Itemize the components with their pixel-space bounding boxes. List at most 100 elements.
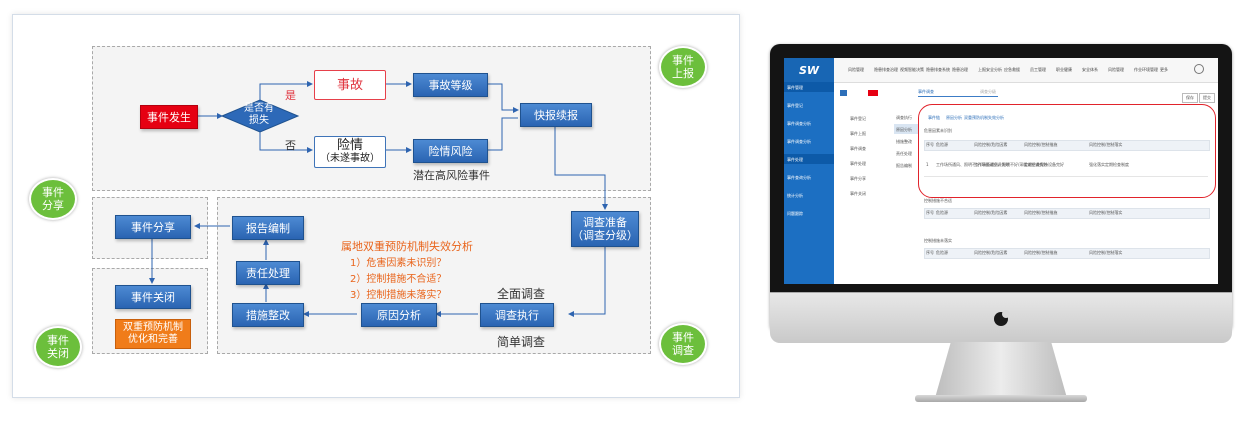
sidebar-item[interactable]: 事件调查分析	[787, 121, 811, 126]
app-screen: SW 事件管理事件登记事件调查分析事件调查分析事件处理事件查询分析统计分析问题跟…	[784, 58, 1218, 284]
sub-menu-item[interactable]: 事件分享	[850, 176, 866, 181]
tabs2-active	[894, 124, 918, 134]
table-1-row	[924, 158, 1208, 177]
report-writing-node: 报告编制	[232, 216, 304, 240]
event-occurs-node: 事件发生	[140, 105, 198, 129]
analysis-tab[interactable]: 事件链	[928, 115, 940, 120]
nav-item[interactable]: 上报安全分析	[978, 67, 1002, 72]
table-1-header	[924, 140, 1210, 151]
event-close-node: 事件关闭	[115, 285, 191, 309]
analysis-item-2: 2）控制措施不合适？	[350, 274, 447, 285]
app-logo: SW	[784, 58, 834, 82]
accident-grade-node: 事故等级	[413, 73, 488, 97]
analysis-tab[interactable]: 双重预防机制失效分析	[964, 115, 1004, 120]
sidebar-item[interactable]: 事件处理	[787, 157, 803, 162]
sub-menu-item[interactable]: 事件关闭	[850, 191, 866, 196]
optimize-node: 双重预防机制 优化和完善	[115, 319, 191, 349]
table-3-header-cell: 危险源	[936, 250, 948, 255]
decision-diamond	[220, 99, 300, 133]
sidebar-item[interactable]: 事件调查分析	[787, 139, 811, 144]
event-share-node: 事件分享	[115, 215, 191, 239]
table-3-header	[924, 248, 1210, 259]
section-2-title: 控制措施不合适	[924, 198, 952, 203]
sidebar: 事件管理事件登记事件调查分析事件调查分析事件处理事件查询分析统计分析问题跟踪	[784, 82, 834, 284]
nav-item[interactable]: 更多	[1160, 67, 1168, 72]
near-miss-risk-node: 险情风险	[413, 139, 488, 163]
table-2-header-cell: 序号	[926, 210, 934, 215]
nav-item[interactable]: 隐患排查治理	[874, 67, 898, 72]
table-1-header-cell: 序号	[926, 142, 934, 147]
sidebar-item[interactable]: 统计分析	[787, 193, 803, 198]
analysis-item-3: 3）控制措施未落实？	[350, 290, 447, 301]
table-3-header-cell: 风险控制/控制落实	[1089, 250, 1123, 255]
nav-item[interactable]: 视频智能决策	[900, 67, 924, 72]
table-1-cell: 定期检查保持设备完好	[1024, 162, 1064, 167]
apple-logo-icon	[994, 310, 1010, 326]
table-1-header-cell: 危险源	[936, 142, 948, 147]
measure-rectify-node: 措施整改	[232, 303, 304, 327]
investigation-node: 调查执行	[480, 303, 554, 327]
sidebar-item[interactable]: 事件管理	[787, 85, 803, 90]
nav-item[interactable]: 隐患排查系统	[926, 67, 950, 72]
near-miss-sublabel: （未遂事故）	[320, 153, 380, 164]
highlight-ring	[918, 104, 1216, 198]
table-1-cell: 工作场所通风、照明不好/采暖或空调失效	[936, 162, 1010, 167]
table-2-header-cell: 风险控制/控制措施	[1024, 210, 1058, 215]
cause-analysis-node: 原因分析	[361, 303, 437, 327]
investigation-tab[interactable]: 报告编制	[896, 163, 912, 168]
section-1-title: 危害因素未识别	[924, 128, 952, 133]
step-2[interactable]: 调查分级	[980, 89, 996, 94]
nav-item[interactable]: 应急救援	[1004, 67, 1020, 72]
investigate-bubble: 事件 调查	[659, 323, 707, 365]
table-1-cell: 强化落实定期检查制度	[1089, 162, 1129, 167]
analysis-tab[interactable]: 原因分析	[946, 115, 962, 120]
step-line	[918, 96, 998, 97]
investigation-tab[interactable]: 调查执行	[896, 115, 912, 120]
user-avatar-icon[interactable]	[1194, 64, 1204, 74]
decision-label: 是否有 损失	[244, 103, 274, 126]
table-1-header-cell: 风险控制/控制落实	[1089, 142, 1123, 147]
sub-menu-item[interactable]: 事件处理	[850, 161, 866, 166]
simple-investigation-label: 简单调查	[497, 335, 546, 349]
accident-node: 事故	[314, 70, 386, 100]
nav-item[interactable]: 风险管理	[848, 67, 864, 72]
table-3-header-cell: 序号	[926, 250, 934, 255]
investigation-tab[interactable]: 原因分析	[896, 127, 912, 132]
red-tag	[868, 90, 878, 96]
step-1[interactable]: 事件调查	[918, 89, 934, 94]
submit-button[interactable]: 提交	[1199, 93, 1215, 103]
sub-menu-item[interactable]: 事件登记	[850, 116, 866, 121]
nav-item[interactable]: 职业健康	[1056, 67, 1072, 72]
table-1-cell: 工作场所通风、照明不好/采暖或空调失效	[974, 162, 1048, 167]
sub-menu-item[interactable]: 事件上报	[850, 131, 866, 136]
monitor-stand	[935, 342, 1067, 398]
monitor-chin	[770, 292, 1232, 343]
monitor-foot	[915, 395, 1087, 402]
sidebar-item[interactable]: 事件查询分析	[787, 175, 811, 180]
nav-item[interactable]: 作业环境管理	[1134, 67, 1158, 72]
table-2-header-cell: 风险控制/危险因素	[974, 210, 1008, 215]
page-title-icon	[840, 90, 847, 96]
table-1-cell: 1	[926, 162, 929, 167]
app-topbar	[784, 58, 1218, 83]
table-1-header-cell: 风险控制/危险因素	[974, 142, 1008, 147]
quick-report-node: 快报续报	[520, 103, 592, 127]
potential-event-label: 潜在高风险事件	[413, 169, 490, 182]
table-1-header-cell: 风险控制/控制措施	[1024, 142, 1058, 147]
share-bubble: 事件 分享	[29, 178, 77, 220]
sidebar-item[interactable]: 问题跟踪	[787, 211, 803, 216]
investigation-prep-node: 调查准备 （调查分级）	[571, 211, 639, 247]
nav-item[interactable]: 员工管理	[1030, 67, 1046, 72]
save-button[interactable]: 保存	[1182, 93, 1198, 103]
nav-item[interactable]: 安全体系	[1082, 67, 1098, 72]
sub-menu-item[interactable]: 事件调查	[850, 146, 866, 151]
analysis-title: 属地双重预防机制失效分析	[341, 240, 473, 253]
report-bubble: 事件 上报	[659, 46, 707, 88]
nav-item[interactable]: 风险管理	[1108, 67, 1124, 72]
investigation-tab[interactable]: 措施整改	[896, 139, 912, 144]
table-3-header-cell: 风险控制/危险因素	[974, 250, 1008, 255]
investigation-tab[interactable]: 责任处理	[896, 151, 912, 156]
sidebar-item[interactable]: 事件登记	[787, 103, 803, 108]
table-2-header-cell: 危险源	[936, 210, 948, 215]
nav-item[interactable]: 隐患治理	[952, 67, 968, 72]
